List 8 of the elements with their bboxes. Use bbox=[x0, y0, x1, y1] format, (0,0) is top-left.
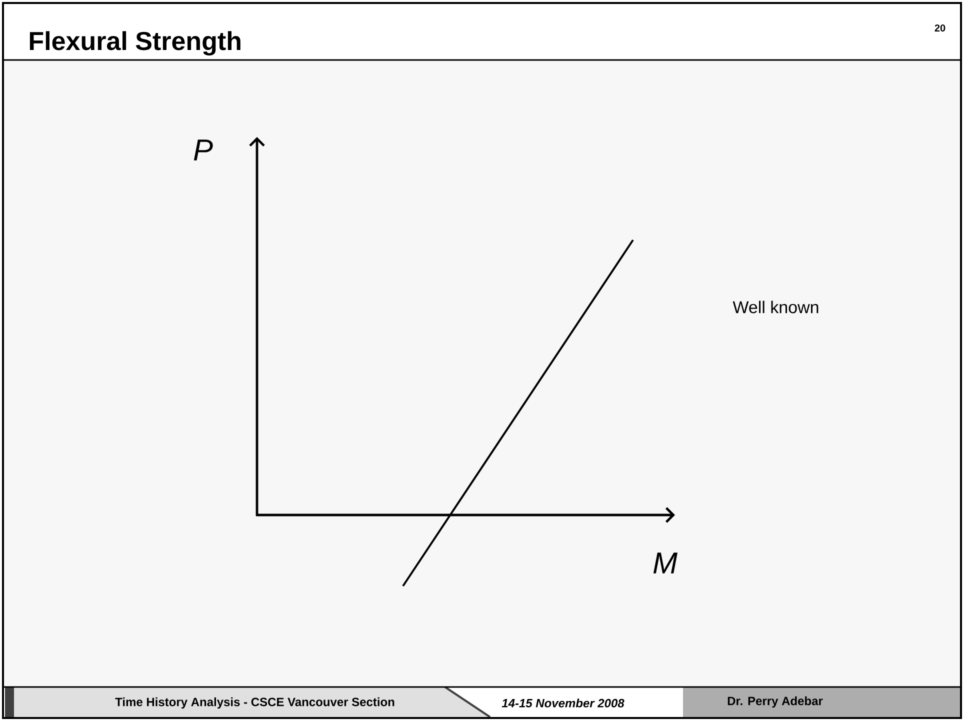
footer-text: Time History Analysis - CSCE Vancouver Section bbox=[115, 697, 394, 709]
page-number: 20 bbox=[934, 24, 946, 32]
footer-text: Dr. Perry Adebar bbox=[728, 696, 823, 708]
axis-label: P bbox=[194, 140, 213, 160]
slide-title: Flexural Strength bbox=[30, 31, 240, 56]
note-text: Well known bbox=[732, 300, 818, 314]
axis-label: M bbox=[653, 552, 678, 574]
footer-text: 14-15 November 2008 bbox=[502, 698, 624, 708]
